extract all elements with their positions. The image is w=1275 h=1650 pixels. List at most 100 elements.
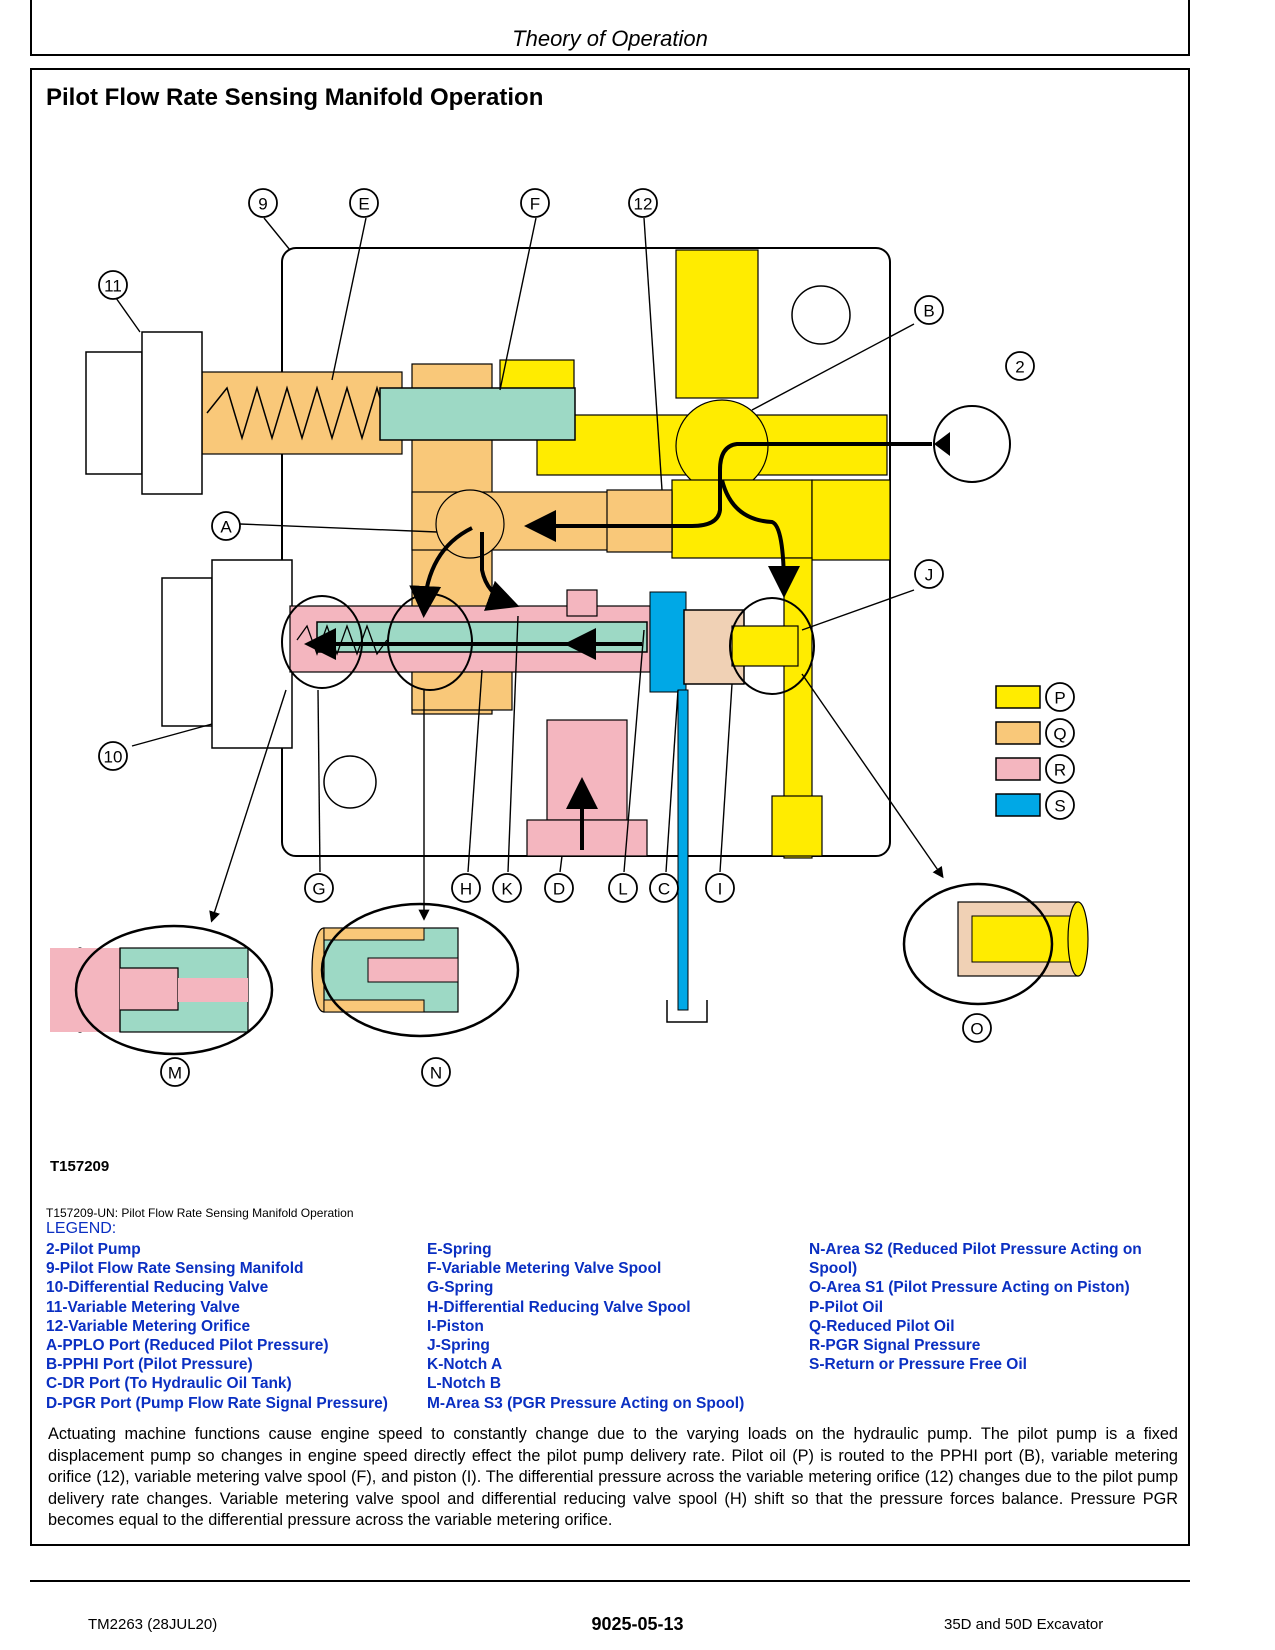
callout-9: 9 bbox=[258, 195, 267, 214]
callout-12: 12 bbox=[634, 195, 653, 214]
legend-item: I-Piston bbox=[427, 1317, 484, 1335]
valve-housings bbox=[85, 331, 293, 749]
legend-item: G-Spring bbox=[427, 1279, 494, 1297]
spring-j-area bbox=[731, 625, 799, 667]
callout-10: 10 bbox=[104, 748, 123, 767]
callout-n: N bbox=[430, 1064, 442, 1083]
callout-g: G bbox=[312, 880, 325, 899]
callout-9-circle bbox=[248, 188, 278, 218]
legend-item: Q-Reduced Pilot Oil bbox=[809, 1317, 955, 1335]
callout-r-circle bbox=[1045, 754, 1075, 784]
header-title: Theory of Operation bbox=[512, 26, 708, 51]
port-circle-top bbox=[791, 285, 851, 345]
callout-e: E bbox=[358, 195, 369, 214]
callout-11-circle bbox=[98, 270, 128, 300]
footer-page-number: 9025-05-13 bbox=[591, 1614, 684, 1634]
legend-column-2: E-Spring F-Variable Metering Valve Spool… bbox=[427, 1240, 744, 1413]
callout-s: S bbox=[1054, 797, 1065, 816]
callout-d-circle bbox=[544, 873, 574, 903]
footer-doc-id: TM2263 (28JUL20) bbox=[88, 1616, 218, 1633]
callout-j: J bbox=[925, 566, 934, 585]
footer-model: 35D and 50D Excavator bbox=[944, 1616, 1104, 1633]
legend-item: E-Spring bbox=[427, 1241, 492, 1258]
callout-r: R bbox=[1054, 761, 1066, 780]
port-circle-bottom bbox=[323, 755, 377, 809]
callout-b: B bbox=[923, 302, 934, 321]
callout-12-circle bbox=[628, 188, 658, 218]
callout-s-circle bbox=[1045, 790, 1075, 820]
legend-item: H-Differential Reducing Valve Spool bbox=[427, 1298, 691, 1316]
legend-item: S-Return or Pressure Free Oil bbox=[809, 1356, 1027, 1374]
legend-item: B-PPHI Port (Pilot Pressure) bbox=[46, 1356, 253, 1374]
legend-item: F-Variable Metering Valve Spool bbox=[427, 1260, 662, 1278]
callout-j-circle bbox=[914, 559, 944, 589]
tank-symbol bbox=[666, 1000, 708, 1023]
callout-c-circle bbox=[649, 873, 679, 903]
figure-id: T157209 bbox=[50, 1158, 110, 1175]
return-oil bbox=[649, 591, 689, 1011]
callout-m-circle bbox=[160, 1057, 190, 1087]
callout-k-circle bbox=[492, 873, 522, 903]
metering-spool-f bbox=[379, 387, 576, 441]
legend-item: M-Area S3 (PGR Pressure Acting on Spool) bbox=[427, 1394, 745, 1412]
callout-2-circle bbox=[1005, 351, 1035, 381]
callout-o: O bbox=[970, 1020, 983, 1039]
callout-l-circle bbox=[608, 873, 638, 903]
callout-a-circle bbox=[211, 511, 241, 541]
callout-q: Q bbox=[1053, 725, 1066, 744]
legend-item: N-Area S2 (Reduced Pilot Pressure Acting… bbox=[809, 1241, 1142, 1278]
callout-m: M bbox=[168, 1064, 182, 1083]
callout-c: C bbox=[658, 880, 670, 899]
callout-2: 2 bbox=[1015, 358, 1024, 377]
page-title: Pilot Flow Rate Sensing Manifold Operati… bbox=[46, 84, 544, 111]
callout-i-circle bbox=[705, 873, 735, 903]
legend-item: 2-Pilot Pump bbox=[46, 1241, 141, 1258]
footer-divider bbox=[30, 1580, 1190, 1582]
callout-a: A bbox=[220, 518, 232, 537]
callout-i: I bbox=[718, 880, 723, 899]
callout-h-circle bbox=[451, 873, 481, 903]
callout-p-circle bbox=[1045, 682, 1075, 712]
content-panel: Pilot Flow Rate Sensing Manifold Operati… bbox=[30, 68, 1190, 1546]
callout-k: K bbox=[501, 880, 513, 899]
callout-h: H bbox=[460, 880, 472, 899]
callout-10-circle bbox=[98, 741, 128, 771]
legend-item: D-PGR Port (Pump Flow Rate Signal Pressu… bbox=[46, 1394, 388, 1412]
legend-column-1: 2-Pilot Pump 9-Pilot Flow Rate Sensing M… bbox=[46, 1240, 388, 1413]
leader-lines bbox=[115, 217, 944, 923]
detail-circles bbox=[281, 593, 815, 695]
legend-column-3: N-Area S2 (Reduced Pilot Pressure Acting… bbox=[809, 1240, 1179, 1374]
detail-n bbox=[311, 902, 520, 1038]
legend-item: O-Area S1 (Pilot Pressure Acting on Pist… bbox=[809, 1279, 1130, 1297]
legend-item: 10-Differential Reducing Valve bbox=[46, 1279, 269, 1297]
callout-e-circle bbox=[349, 188, 379, 218]
pump-triangle bbox=[934, 432, 950, 456]
callout-o-circle bbox=[962, 1013, 992, 1043]
callout-f: F bbox=[530, 195, 540, 214]
legend-title: LEGEND: bbox=[46, 1220, 117, 1237]
legend-item: C-DR Port (To Hydraulic Oil Tank) bbox=[46, 1375, 292, 1393]
callout-p: P bbox=[1054, 689, 1065, 708]
legend-item: 9-Pilot Flow Rate Sensing Manifold bbox=[46, 1260, 304, 1278]
callout-q-circle bbox=[1045, 718, 1075, 748]
callout-d: D bbox=[553, 880, 565, 899]
spring-e bbox=[206, 385, 405, 441]
detail-o bbox=[902, 882, 1089, 1006]
callout-11: 11 bbox=[104, 277, 122, 296]
legend-item: 11-Variable Metering Valve bbox=[46, 1298, 240, 1316]
legend-item: L-Notch B bbox=[427, 1375, 502, 1393]
detail-m bbox=[50, 924, 274, 1056]
callout-l: L bbox=[618, 880, 627, 899]
callout-g-circle bbox=[304, 873, 334, 903]
legend-item: 12-Variable Metering Orifice bbox=[46, 1317, 251, 1335]
color-key bbox=[995, 685, 1041, 817]
legend-item: R-PGR Signal Pressure bbox=[809, 1337, 981, 1355]
figure-caption: T157209-UN: Pilot Flow Rate Sensing Mani… bbox=[46, 1206, 354, 1220]
legend-item: K-Notch A bbox=[427, 1356, 503, 1374]
legend-item: A-PPLO Port (Reduced Pilot Pressure) bbox=[46, 1337, 329, 1355]
callout-b-circle bbox=[914, 295, 944, 325]
legend-item: P-Pilot Oil bbox=[809, 1298, 884, 1316]
page-header: Theory of Operation bbox=[30, 0, 1190, 56]
flow-arrows bbox=[304, 442, 932, 850]
callout-f-circle bbox=[520, 188, 550, 218]
